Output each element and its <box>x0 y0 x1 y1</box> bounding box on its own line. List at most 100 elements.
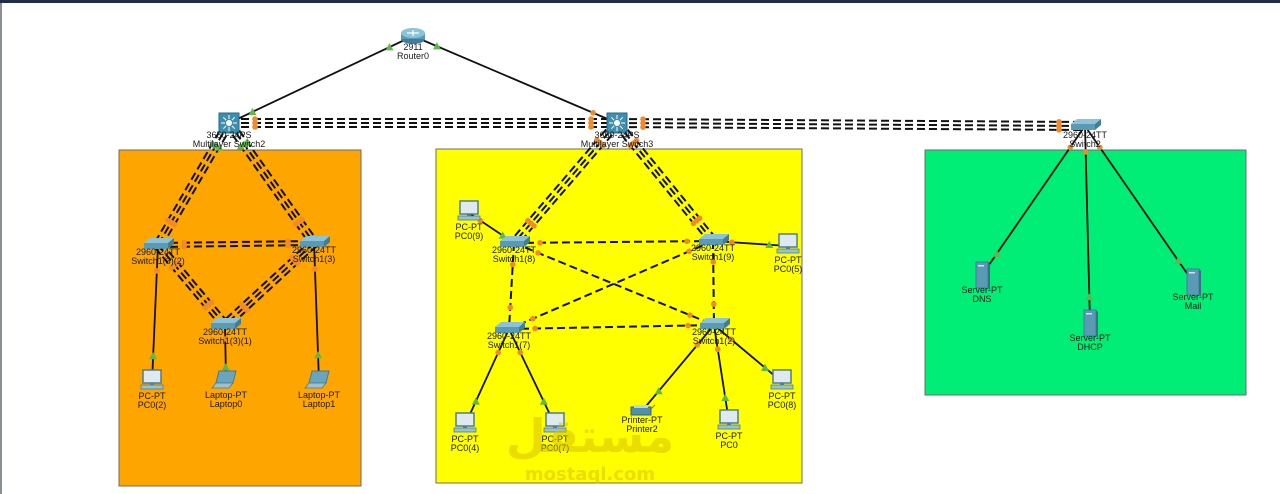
port-blocked-icon <box>640 116 646 122</box>
port-up-icon <box>539 397 548 405</box>
port-blocked-icon <box>285 238 291 245</box>
port-blocked-icon <box>710 259 717 265</box>
device-model-label: PC-PT <box>716 431 744 441</box>
link-router0-mls3[interactable] <box>412 35 618 124</box>
device-name-label: Multilayer Switch3 <box>581 139 654 149</box>
link-mls3-switch2-2[interactable] <box>616 122 1086 127</box>
device-sw_1_3_2[interactable] <box>144 238 174 249</box>
port-up-icon <box>221 363 230 371</box>
device-model-label: 3650-24PS <box>594 130 639 140</box>
device-router0[interactable] <box>401 28 425 44</box>
device-model-label: Printer-PT <box>621 415 663 425</box>
port-up-icon <box>654 387 663 395</box>
device-model-label: 2960-24TT <box>1063 130 1108 140</box>
port-up-icon <box>385 43 394 51</box>
device-pc0_9[interactable] <box>457 200 481 221</box>
port-up-icon <box>498 231 507 239</box>
port-blocked-icon <box>1082 149 1089 155</box>
link-sw_1_7-pc0_7[interactable] <box>508 328 556 426</box>
device-name-label: Laptop0 <box>210 399 243 409</box>
port-blocked-icon <box>154 268 160 274</box>
port-blocked-icon <box>252 124 258 130</box>
link-sw_1_8-sw_1_7[interactable] <box>508 242 515 330</box>
port-blocked-icon <box>495 349 501 356</box>
port-up-icon <box>992 249 1001 257</box>
link-router0-mls2[interactable] <box>228 35 414 124</box>
port-blocked-icon <box>164 217 171 224</box>
device-name-label: Switch1(3)(1) <box>198 336 252 346</box>
link-switch2-dns[interactable] <box>981 125 1086 276</box>
device-dhcp[interactable] <box>1083 309 1098 338</box>
device-switch2[interactable] <box>1071 119 1101 130</box>
port-up-icon <box>471 397 480 405</box>
port-blocked-icon <box>517 349 524 356</box>
window-top-bar <box>0 0 1280 3</box>
device-model-label: PC-PT <box>452 434 480 444</box>
device-sw_1_3_1[interactable] <box>211 318 241 329</box>
device-pc0[interactable] <box>717 409 741 430</box>
device-name-label: Switch1(3) <box>293 254 336 264</box>
device-model-label: 2960-24TT <box>692 327 737 337</box>
device-model-label: Laptop-PT <box>298 390 341 400</box>
device-sw_1_8[interactable] <box>500 236 530 247</box>
link-sw_1_3_2-sw_1_3_1-2[interactable] <box>157 244 226 326</box>
link-sw_1_2-pc0_8[interactable] <box>713 324 783 383</box>
link-mls3-switch2-3[interactable] <box>616 125 1085 131</box>
device-pc0_4[interactable] <box>453 412 477 433</box>
link-sw_1_7-sw_1_2[interactable] <box>508 324 715 330</box>
laptop-icon <box>308 370 330 384</box>
device-sw_1_9[interactable] <box>699 234 729 245</box>
port-blocked-icon <box>1067 144 1074 151</box>
link-sw_1_3-sw_1_3_1-2[interactable] <box>224 242 315 326</box>
device-printer2[interactable] <box>630 404 656 416</box>
link-sw_1_3_2-sw_1_3_1-1[interactable] <box>160 241 229 324</box>
link-sw_1_8-sw_1_9[interactable] <box>513 240 714 244</box>
device-name-label: Switch1(2) <box>693 336 736 346</box>
device-sw_1_2[interactable] <box>700 318 730 329</box>
device-mls2[interactable] <box>218 112 240 134</box>
link-mls3-switch2-1[interactable] <box>617 118 1086 124</box>
zone-middle[interactable] <box>435 148 803 484</box>
link-sw_1_9-sw_1_7[interactable] <box>508 240 714 330</box>
link-sw_1_8-sw_1_2[interactable] <box>513 242 715 326</box>
device-mail[interactable] <box>1186 268 1201 297</box>
port-blocked-icon <box>292 221 299 227</box>
device-model-label: PC-PT <box>769 391 797 401</box>
link-sw_1_3-sw_1_3_1-3[interactable] <box>221 239 312 323</box>
link-sw_1_2-printer2[interactable] <box>641 324 715 412</box>
port-blocked-icon <box>507 304 514 311</box>
link-sw_1_9-sw_1_2[interactable] <box>712 240 715 326</box>
link-switch2-mail[interactable] <box>1084 125 1194 283</box>
device-dns[interactable] <box>975 261 990 290</box>
pc-icon <box>719 409 739 424</box>
port-blocked-icon <box>594 137 600 143</box>
device-pc0_8[interactable] <box>770 369 794 390</box>
port-up-icon <box>314 351 323 359</box>
device-model-label: 2960-24TT <box>691 243 736 253</box>
device-laptop1[interactable] <box>304 370 330 389</box>
device-pc0_7[interactable] <box>543 412 567 433</box>
device-name-label: PC0(2) <box>138 400 167 410</box>
device-sw_1_7[interactable] <box>495 322 525 333</box>
device-sw_1_3[interactable] <box>300 236 330 247</box>
device-model-label: 2960-24TT <box>136 247 181 257</box>
port-blocked-icon <box>181 243 187 250</box>
device-mls3[interactable] <box>606 112 628 134</box>
link-sw_1_3_2-sw_1_3_1-3[interactable] <box>154 246 223 329</box>
device-pc0_2[interactable] <box>140 369 164 390</box>
device-laptop0[interactable] <box>211 370 237 389</box>
pc-icon <box>459 200 479 215</box>
link-sw_1_2-pc0[interactable] <box>713 324 730 423</box>
port-blocked-icon <box>640 120 646 126</box>
device-model-label: 2911 <box>403 42 422 52</box>
pc-icon <box>142 369 162 384</box>
device-model-label: 2960-24TT <box>203 327 248 337</box>
port-blocked-icon <box>312 266 318 272</box>
link-sw_1_7-pc0_4[interactable] <box>464 328 510 426</box>
device-name-label: PC0(9) <box>455 231 484 241</box>
link-sw_1_3-sw_1_3_1-1[interactable] <box>227 245 318 329</box>
link-switch2-dhcp[interactable] <box>1084 125 1091 324</box>
device-pc0_5[interactable] <box>776 233 800 254</box>
port-blocked-icon <box>728 239 735 246</box>
